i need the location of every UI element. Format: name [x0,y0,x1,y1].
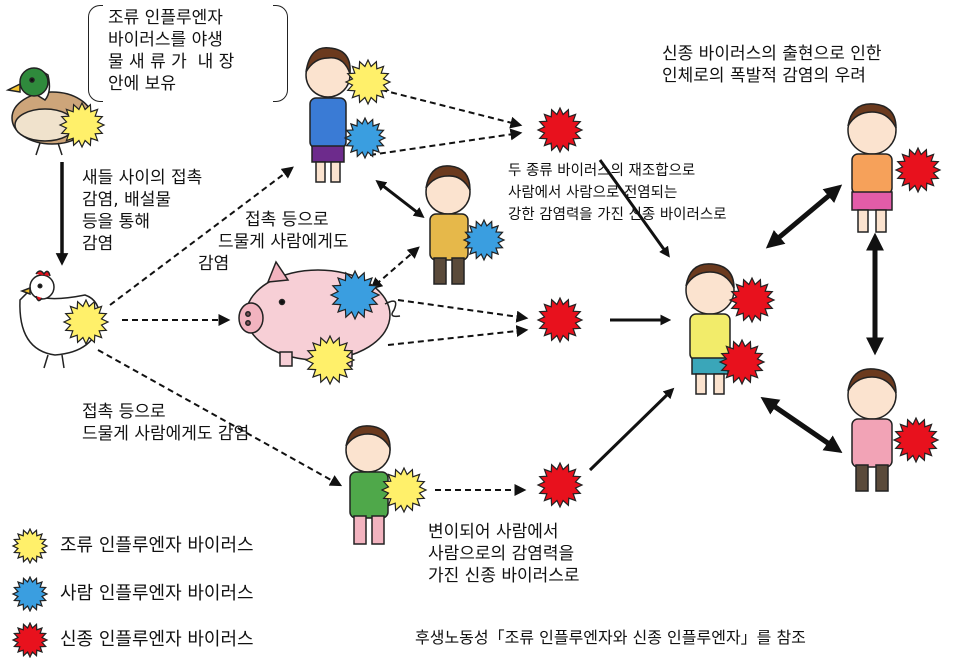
avian-virus-person-bottom [380,466,428,514]
avian-virus-duck [58,101,106,149]
new-virus-right-top [894,146,942,194]
avian-virus-chicken [62,298,110,346]
new-virus-mid [536,296,584,344]
new-virus-center-b [718,338,766,386]
human-virus-pig [329,269,381,321]
virus-layer [58,58,942,514]
rare-contact-top-line-3: 감염 [198,254,230,274]
rare-contact-top-line-2: 드물게 사람에게도 [218,232,349,252]
bird-transmission-line-2: 감염, 배설물 [82,190,172,210]
reassortment-line-1: 두 종류 바이러스의 재조합으로 [508,163,696,179]
avian-virus-legend-star [11,528,49,564]
rare-contact-top-line-1: 접촉 등으로 [245,210,329,230]
person-bottom-infected [345,425,391,545]
note-line-1: 조류 인플루엔자 [108,8,223,28]
new-virus-legend-star [11,622,49,658]
person-right-bottom-infected [847,368,897,492]
new-virus-icon [11,622,49,658]
arrow-red-top-to-center [598,159,670,258]
arrow-pig2-to-red-mid [387,325,529,346]
new-virus-top [536,106,584,154]
person-right-top-infected [847,103,897,233]
human-virus-person-top [343,116,387,160]
legend-label-new: 신종 인플루엔자 바이러스 [60,629,254,650]
pandemic-concern-line-1: 신종 바이러스의 출현으로 인한 [662,44,882,64]
legend-label-avian: 조류 인플루엔자 바이러스 [60,535,254,556]
new-virus-bottom [536,461,584,509]
human-virus-legend-star [11,576,49,612]
arrow-red-bottom-to-center [588,387,675,472]
reassortment-line-3: 강한 감염력을 가진 신종 바이러스로 [508,207,727,223]
arrow-center-right-top [765,184,843,249]
bird-transmission-line-3: 등을 통해 [82,212,150,232]
arrows [55,84,884,496]
rare-contact-bottom-line-2: 드물게 사람에게도 감염 [82,424,250,444]
mutation-line-3: 가진 신종 바이러스로 [428,566,580,586]
avian-virus-person-top [344,58,392,106]
arrow-chicken-to-person3 [97,349,343,487]
legend-label-human: 사람 인플루엔자 바이러스 [60,583,254,604]
note-line-2: 바이러스를 야생 [108,30,223,50]
person-top-infected [305,46,351,183]
mutation-line-1: 변이되어 사람에서 [428,522,559,542]
duck-illustration [5,67,93,156]
arrow-center-right-bottom [760,396,843,454]
note-line-4: 안에 보유 [108,74,176,94]
new-virus-center-a [728,276,776,324]
person-mid-infected [425,165,471,285]
note-line-3: 물 새 류 가 내 장 [108,52,235,72]
mutation-line-2: 사람으로의 감염력을 [428,544,575,564]
human-virus-icon [11,576,49,612]
bubble-right-bracket [273,5,288,102]
arrow-chicken-to-person1 [109,166,294,306]
pandemic-concern-line-2: 인체로의 폭발적 감염의 우려 [662,66,866,86]
arrow-person1-person2 [375,180,425,218]
arrow-person1b-to-red-top [369,128,523,156]
rare-contact-bottom-line-1: 접촉 등으로 [82,402,166,422]
human-virus-person-mid [462,218,506,262]
avian-virus-pig [304,334,356,386]
bubble-left-bracket [88,5,103,102]
arrow-pig-to-red-mid [397,299,529,323]
source-note: 후생노동성「조류 인플루엔자와 신종 인플루엔자」를 참조 [415,628,806,647]
person-center-infected [685,263,735,395]
bird-transmission-line-1: 새들 사이의 접촉 [82,168,203,188]
avian-virus-icon [11,528,49,564]
reassortment-line-2: 사람에서 사람으로 전염되는 [508,185,678,201]
new-virus-right-bottom [892,416,940,464]
bird-transmission-line-4: 감염 [82,234,114,254]
arrow-person2-pig [370,246,420,290]
arrow-person1-to-red-top [361,84,523,129]
